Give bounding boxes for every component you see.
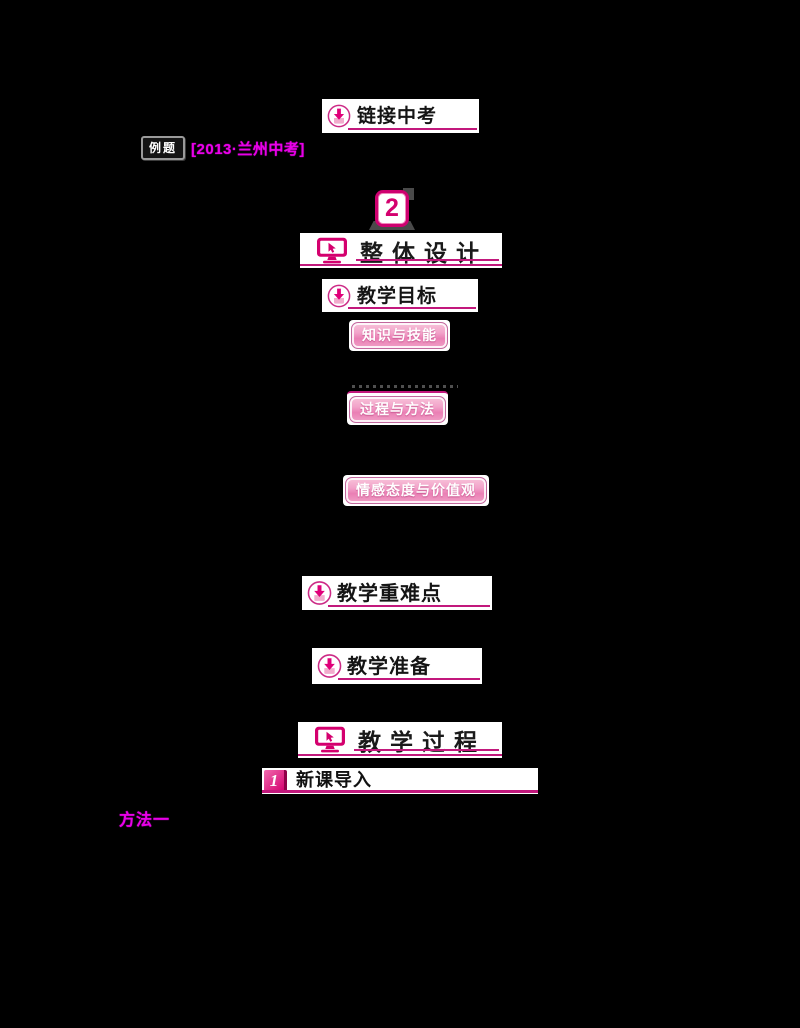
section-title: 链接中考 (357, 105, 438, 127)
redacted-text-artifact (352, 385, 458, 388)
underline-rule (354, 749, 499, 751)
monitor-icon (316, 237, 350, 264)
section-header-key-difficult-points: 教学重难点 (302, 576, 492, 610)
underline-rule (328, 605, 490, 607)
section-title: 整体设计 (360, 241, 488, 266)
section-header-link-zhongkao: 链接中考 (322, 99, 479, 133)
example-row: 例题 [2013·兰州中考] (141, 136, 305, 160)
underline-rule-full (300, 264, 502, 266)
download-circle-icon (317, 654, 342, 679)
section-title: 教学过程 (358, 730, 486, 755)
step-number-badge: 1 (264, 770, 287, 792)
method-note: 方法一 (119, 812, 171, 829)
underline-rule (338, 678, 480, 680)
section-header-teaching-process: 教学过程 (298, 722, 502, 758)
underline-rule (348, 128, 477, 130)
badge-shadow-tab (403, 188, 414, 200)
section-title: 教学目标 (357, 285, 438, 307)
section-title: 教学重难点 (337, 582, 442, 605)
underline-rule-full (298, 754, 502, 756)
section-title: 教学准备 (347, 655, 431, 678)
underline-rule (348, 307, 476, 309)
underline-rule (262, 790, 538, 793)
section-header-overall-design: 整体设计 (300, 233, 502, 268)
pill-emotion-values: 情感态度与价值观 (343, 475, 489, 506)
pill-label: 知识与技能 (351, 322, 448, 349)
download-circle-icon (307, 581, 332, 606)
section-header-teaching-goals: 教学目标 (322, 279, 478, 312)
part-number-badge: 2 (368, 188, 416, 230)
subsection-title: 新课导入 (296, 770, 372, 790)
exam-citation: [2013·兰州中考] (191, 140, 305, 158)
download-circle-icon (327, 284, 351, 308)
pill-process-methods: 过程与方法 (347, 391, 448, 425)
monitor-icon (314, 726, 348, 753)
underline-rule (356, 259, 499, 261)
example-badge: 例题 (141, 136, 186, 160)
download-circle-icon (327, 104, 351, 128)
section-header-preparation: 教学准备 (312, 648, 482, 684)
number-cube-icon: 2 (375, 190, 409, 227)
pill-knowledge-skills: 知识与技能 (349, 320, 450, 351)
subsection-new-lesson-intro: 1 新课导入 (262, 768, 538, 794)
pill-label: 情感态度与价值观 (345, 477, 487, 504)
pill-label: 过程与方法 (349, 396, 446, 423)
